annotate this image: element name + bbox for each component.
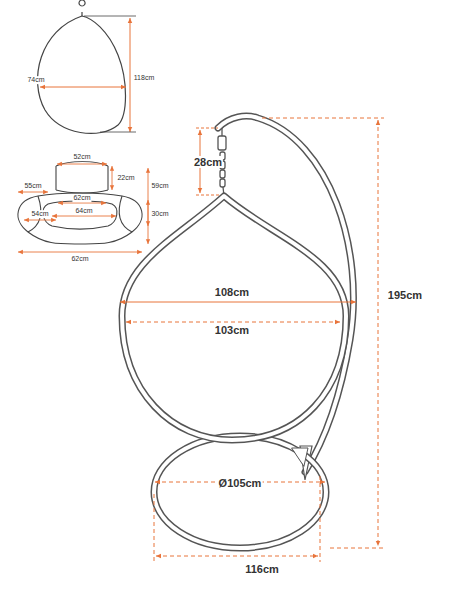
drawing-stroke (154, 436, 326, 548)
drawing-stroke (221, 128, 222, 136)
drawing-stroke (56, 162, 108, 194)
dimension-label: 62cm (70, 255, 89, 263)
egg-chair-frame (122, 196, 346, 440)
dimension-label: 62cm (72, 194, 91, 202)
dimension-label: 195cm (387, 289, 423, 301)
dimension-label: 103cm (214, 324, 250, 336)
drawing-stroke (320, 476, 321, 562)
drawing-stroke (40, 87, 126, 88)
drawing-stroke (18, 252, 142, 253)
stand-frame (154, 116, 353, 548)
drawing-stroke (43, 201, 117, 229)
drawing-stroke (262, 118, 384, 119)
drawing-stroke (120, 302, 356, 303)
drawing-stroke (196, 195, 220, 196)
drawing-stroke (84, 16, 136, 17)
drawing-stroke (52, 216, 116, 217)
dimension-label: 59cm (150, 182, 169, 190)
drawing-stroke (100, 132, 136, 133)
drawing-stroke (58, 203, 106, 204)
drawing-stroke (378, 120, 379, 546)
drawing-stroke (126, 322, 340, 323)
dimension-label: 64cm (74, 207, 93, 215)
drawing-stroke (24, 220, 56, 221)
egg-side-view (38, 0, 126, 133)
drawing-stroke (154, 494, 155, 562)
dimension-label: 52cm (72, 153, 91, 161)
dimension-label: 108cm (214, 286, 250, 298)
dimension-lines (40, 18, 130, 132)
drawing-stroke (122, 196, 346, 440)
drawing-stroke (196, 128, 218, 129)
drawing-stroke (330, 548, 384, 549)
drawing-stroke (156, 556, 318, 557)
drawing-stroke (220, 179, 225, 187)
cushion-view (18, 162, 142, 245)
dimension-label: 118cm (133, 74, 156, 82)
dimension-label: 30cm (150, 210, 169, 218)
drawing-stroke (148, 168, 149, 244)
dimension-label: 22cm (116, 174, 135, 182)
drawing-stroke (148, 200, 149, 226)
dimension-label: 116cm (244, 563, 280, 575)
dimension-label: 54cm (30, 210, 49, 218)
drawing-stroke (154, 436, 326, 548)
dimension-label: 55cm (23, 182, 42, 190)
drawing-stroke (292, 448, 308, 466)
drawing-stroke (220, 170, 225, 178)
drawing-stroke (38, 16, 126, 133)
dimension-label: 28cm (193, 156, 223, 168)
drawing-stroke (122, 196, 346, 440)
dimension-label: 74cm (26, 76, 45, 84)
drawing-stroke (18, 192, 48, 193)
main-dimensions (120, 118, 384, 562)
cushion-dimensions (18, 164, 148, 252)
drawing-stroke (218, 136, 226, 150)
drawing-stroke (57, 164, 107, 165)
drawing-stroke (130, 18, 131, 132)
drawing-stroke (18, 193, 142, 244)
dimension-ticks (84, 16, 136, 132)
drawing-stroke (112, 166, 113, 190)
dimension-label: Ø105cm (218, 477, 263, 489)
drawing-stroke (79, 0, 85, 16)
